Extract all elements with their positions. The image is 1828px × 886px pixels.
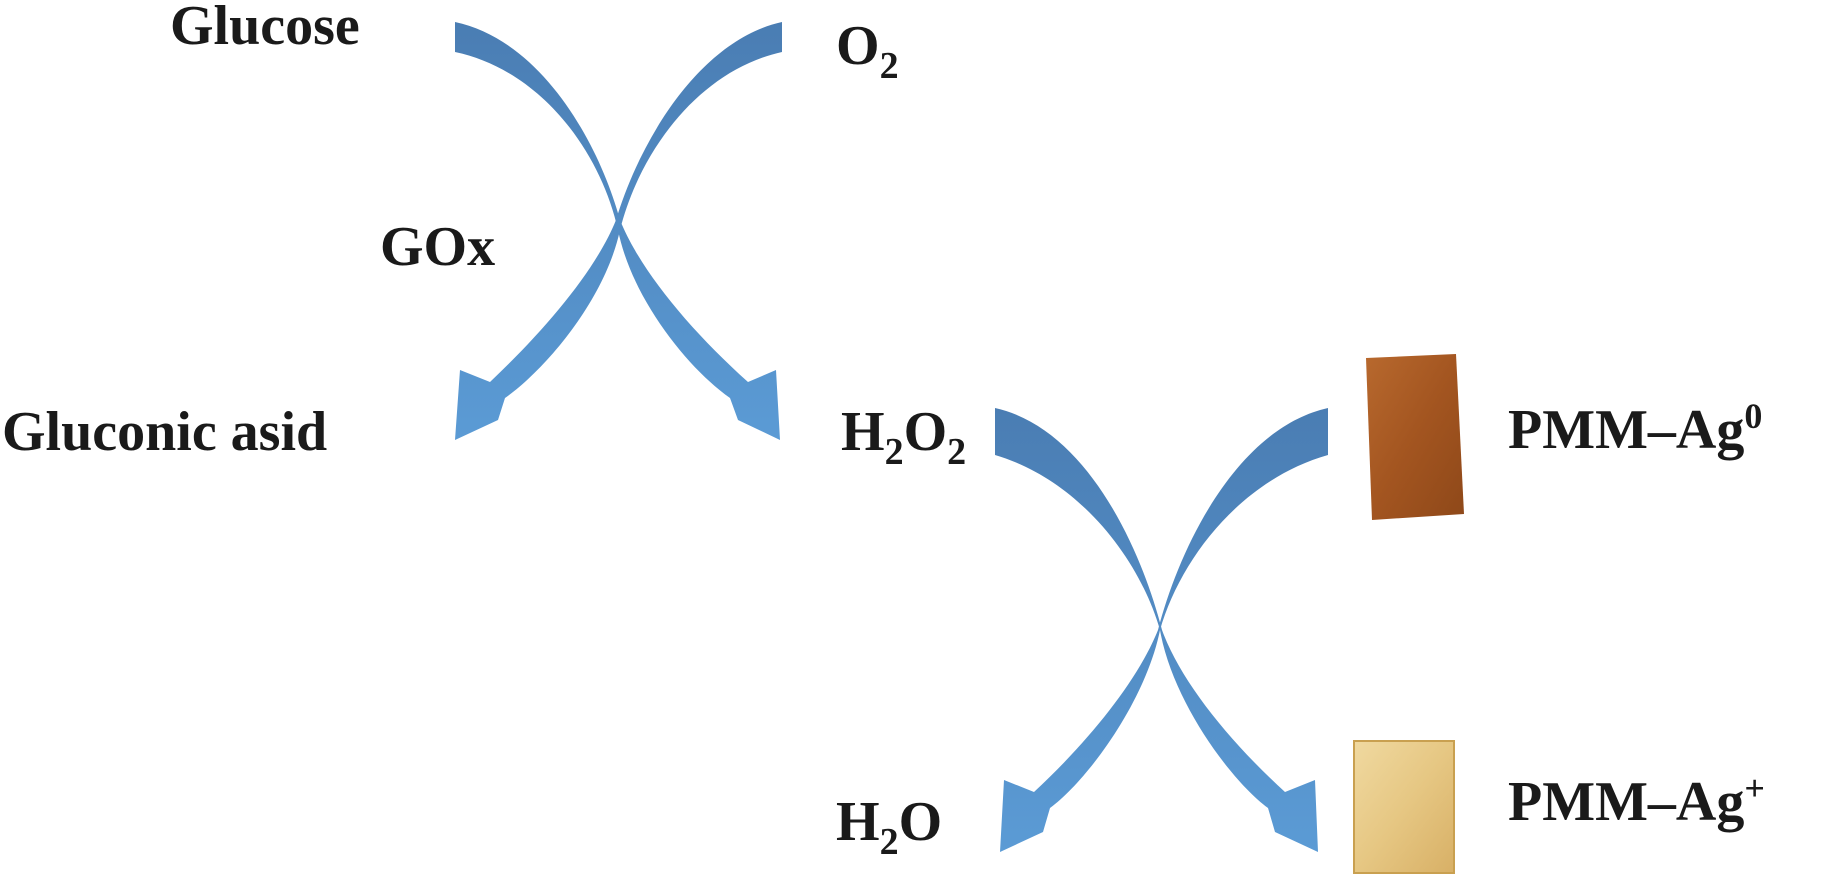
reaction2-arrows	[995, 408, 1328, 852]
reaction1-arrows	[455, 22, 782, 440]
curved-arrow-ag0-to-h2o	[1000, 408, 1328, 852]
curved-arrow-o2-to-gluconic	[455, 22, 782, 440]
label-h2o2-product: H2O2	[841, 401, 966, 473]
label-pmm-ag-plus: PMM–Ag+	[1508, 768, 1765, 833]
label-glucose: Glucose	[170, 0, 360, 57]
label-gox: GOx	[380, 216, 495, 278]
label-o2: O2	[836, 15, 899, 87]
sample-ag-plus-swatch	[1353, 740, 1455, 874]
curved-arrow-h2o2-to-ag-plus	[995, 408, 1318, 852]
sample-pmm-ag0	[1366, 354, 1464, 520]
label-h2o: H2O	[836, 791, 942, 863]
sample-ag0-swatch	[1366, 354, 1464, 520]
curved-arrow-glucose-to-h2o2	[455, 22, 780, 440]
label-pmm-ag0: PMM–Ag0	[1508, 396, 1762, 461]
label-gluconic-acid: Gluconic asid	[2, 401, 327, 463]
sample-pmm-ag-plus	[1353, 740, 1455, 874]
